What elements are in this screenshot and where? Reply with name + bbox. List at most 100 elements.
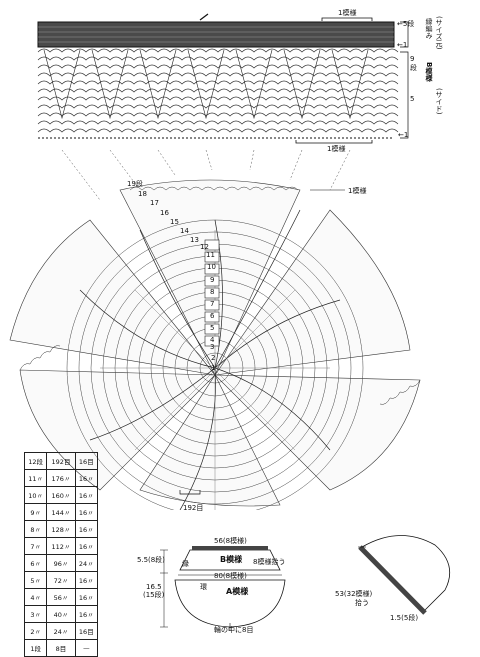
row-label: 7 bbox=[210, 300, 215, 308]
stitch-cell: 40〃 bbox=[46, 605, 76, 623]
mesh-pattern bbox=[37, 48, 399, 133]
row-label: 5 bbox=[210, 324, 215, 332]
row-label: 10 bbox=[207, 263, 216, 271]
vertical-rib-label: 縁編み bbox=[425, 18, 433, 39]
stitch-cell: 112〃 bbox=[46, 537, 76, 555]
row-cell: 5〃 bbox=[23, 571, 48, 589]
stitch-cell: 128〃 bbox=[46, 520, 76, 538]
brim-schematic bbox=[358, 535, 451, 615]
brim-label2: 1.5(5段) bbox=[390, 614, 419, 622]
row-cell: 4〃 bbox=[23, 588, 48, 606]
row-label: 2 bbox=[211, 354, 216, 362]
crown-pattern-label: 1模様 bbox=[348, 187, 367, 195]
hat-b-side-label: 8模様拾う bbox=[253, 558, 286, 566]
table-row: 9〃144〃16〃 bbox=[23, 503, 99, 521]
row-cell: 12段 bbox=[23, 452, 48, 470]
row-cell: 8〃 bbox=[23, 520, 48, 538]
increase-cell: 16〃 bbox=[74, 520, 99, 538]
stitch-cell: 96〃 bbox=[46, 554, 76, 572]
row-label: 18 bbox=[138, 190, 147, 198]
brim-label1b: 拾う bbox=[355, 599, 369, 607]
increase-cell: 16〃 bbox=[74, 469, 99, 487]
stitch-cell: 144〃 bbox=[46, 503, 76, 521]
row-label: 17 bbox=[150, 199, 159, 207]
row-cell: 9〃 bbox=[23, 503, 48, 521]
table-row: 2〃24〃16目 bbox=[23, 622, 99, 640]
hat-left-dim2: 16.5 bbox=[146, 583, 162, 591]
increase-cell: 24〃 bbox=[74, 554, 99, 572]
stitch-cell: 160〃 bbox=[46, 486, 76, 504]
row-cell: 1段 bbox=[23, 639, 48, 657]
dan-label: 段 bbox=[410, 64, 417, 72]
row5-label: ←5段 bbox=[397, 20, 415, 28]
row-cell: 6〃 bbox=[23, 554, 48, 572]
increase-cell: — bbox=[74, 639, 99, 657]
table-row: 8〃128〃16〃 bbox=[23, 520, 99, 538]
increase-cell: 16〃 bbox=[74, 571, 99, 589]
row1b-label: ←1 bbox=[398, 131, 409, 139]
row-label: 4 bbox=[210, 336, 215, 344]
row-label: 1 bbox=[211, 364, 216, 372]
row-cell: 10〃 bbox=[23, 486, 48, 504]
stitch-cell: 8目 bbox=[46, 639, 76, 657]
hat-left-dim2-b: (15段) bbox=[143, 591, 165, 599]
row-label: 11 bbox=[206, 251, 215, 259]
row-label: 19段 bbox=[127, 180, 143, 188]
row-label: 13 bbox=[190, 236, 199, 244]
increase-cell: 16〃 bbox=[74, 486, 99, 504]
crown-diagram bbox=[9, 150, 421, 510]
bottom-pattern-label: 1模様 bbox=[327, 145, 346, 153]
row1-label: ←1 bbox=[397, 41, 408, 49]
row-cell: 7〃 bbox=[23, 537, 48, 555]
row9-label: 9 bbox=[410, 55, 415, 63]
table-row: 11〃176〃16〃 bbox=[23, 469, 99, 487]
hat-ring-mark: 環 bbox=[200, 583, 207, 591]
brim-label1: 53(32模様) bbox=[335, 590, 373, 598]
hat-b-label: B模様 bbox=[220, 555, 243, 564]
hat-top-label: 56(8模様) bbox=[214, 537, 247, 545]
row-label: 16 bbox=[160, 209, 169, 217]
hat-left-dim: 5.5 bbox=[137, 556, 149, 564]
row5b-label: 5 bbox=[410, 95, 415, 103]
row-label: 6 bbox=[210, 312, 215, 320]
row-label: 9 bbox=[210, 276, 215, 284]
row-cell: 2〃 bbox=[23, 622, 48, 640]
increase-cell: 16〃 bbox=[74, 503, 99, 521]
hat-mid-label: 80(8模様) bbox=[214, 572, 247, 580]
hat-left-dim-b: (8段) bbox=[148, 556, 165, 564]
increase-cell: 16〃 bbox=[74, 537, 99, 555]
increase-cell: 16目 bbox=[74, 452, 99, 470]
increase-cell: 16〃 bbox=[74, 588, 99, 606]
brim-band-shape bbox=[358, 545, 427, 615]
hat-schematic bbox=[160, 546, 286, 631]
hat-rib-mark: 縁 bbox=[182, 560, 189, 568]
table-row: 10〃160〃16〃 bbox=[23, 486, 99, 504]
increase-cell: 16〃 bbox=[74, 605, 99, 623]
table-row: 6〃96〃24〃 bbox=[23, 554, 99, 572]
hat-a-label: A模様 bbox=[226, 587, 249, 596]
table-row: 5〃72〃16〃 bbox=[23, 571, 99, 589]
table-row: 7〃112〃16〃 bbox=[23, 537, 99, 555]
increase-cell: 16目 bbox=[74, 622, 99, 640]
row-label: 14 bbox=[180, 227, 189, 235]
vertical-side-label: (サイズ元) bbox=[435, 16, 443, 50]
vertical-pattern-label: B模様 bbox=[425, 62, 433, 82]
stitch-cell: 56〃 bbox=[46, 588, 76, 606]
vertical-side2-label: (サイド) bbox=[435, 88, 443, 115]
stitch-cell: 192目 bbox=[46, 452, 76, 470]
row-label: 15 bbox=[170, 218, 179, 226]
row-cell: 3〃 bbox=[23, 605, 48, 623]
hat-ring-label: 輪の中に8目 bbox=[214, 626, 254, 634]
stitch-cell: 72〃 bbox=[46, 571, 76, 589]
row-label: 12 bbox=[200, 243, 209, 251]
top-band-diagram bbox=[37, 13, 409, 144]
stitch-cell: 24〃 bbox=[46, 622, 76, 640]
row-cell: 11〃 bbox=[23, 469, 48, 487]
row-label: 8 bbox=[210, 288, 215, 296]
table-row: 3〃40〃16〃 bbox=[23, 605, 99, 623]
top-pattern-label: 1模様 bbox=[338, 9, 357, 17]
ribbing-band bbox=[37, 21, 395, 48]
